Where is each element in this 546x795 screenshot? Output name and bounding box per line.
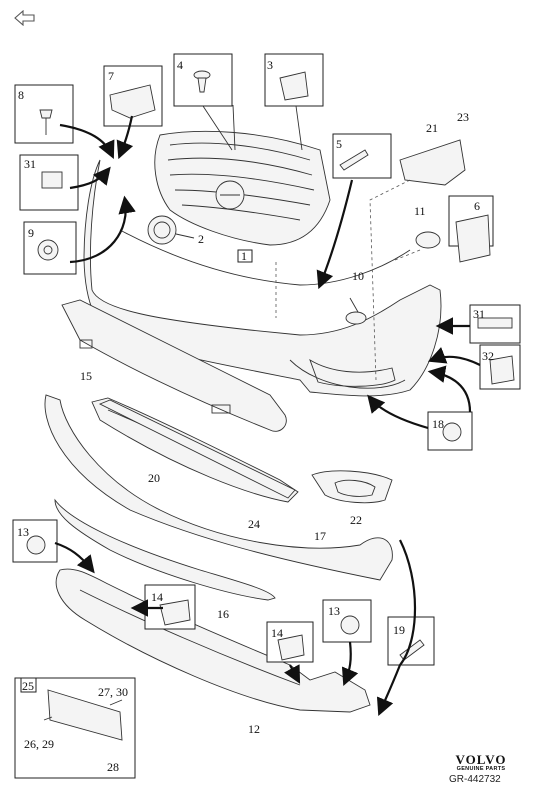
- callout-12: 12: [248, 722, 260, 736]
- callout-15: 15: [80, 369, 92, 383]
- volvo-logo: VOLVO GENUINE PARTS: [446, 752, 516, 772]
- arrows: [54, 115, 481, 717]
- callout-5: 5: [336, 137, 342, 151]
- callout-24: 24: [248, 517, 260, 531]
- callout-21: 21: [426, 121, 438, 135]
- callout-28: 28: [107, 760, 119, 774]
- inset-parts: [26, 70, 515, 661]
- callout-14-left: 14: [151, 590, 163, 604]
- callout-13-left: 13: [17, 525, 29, 539]
- leader-lines: [202, 104, 421, 381]
- callout-2: 2: [198, 232, 204, 246]
- diagram-reference: GR-442732: [449, 774, 501, 785]
- callout-14-right: 14: [271, 626, 283, 640]
- callout-3: 3: [267, 58, 273, 72]
- callout-1: 1: [241, 249, 247, 263]
- callout-26-29: 26, 29: [24, 737, 54, 751]
- callout-13-right: 13: [328, 604, 340, 618]
- callout-32: 32: [482, 349, 494, 363]
- fog-light-bezel: [311, 470, 393, 504]
- callout-31-right: 31: [473, 307, 485, 321]
- callout-23: 23: [457, 110, 469, 124]
- callout-10: 10: [352, 269, 364, 283]
- callout-6: 6: [474, 199, 480, 213]
- callout-4: 4: [177, 58, 183, 72]
- callout-25: 25: [22, 679, 34, 693]
- emblem-part: [147, 215, 195, 245]
- license-plate-kit: [14, 677, 136, 779]
- callout-22: 22: [350, 513, 362, 527]
- trim-strip: [54, 498, 276, 601]
- front-grille: [154, 130, 331, 246]
- callout-18: 18: [432, 417, 444, 431]
- lower-spoiler: [44, 394, 393, 581]
- brand-sub: GENUINE PARTS: [456, 766, 506, 772]
- callout-19: 19: [393, 623, 405, 637]
- callout-9: 9: [28, 226, 34, 240]
- callout-16: 16: [217, 607, 229, 621]
- callout-7: 7: [108, 69, 114, 83]
- callout-11: 11: [414, 204, 426, 218]
- callout-8: 8: [18, 88, 24, 102]
- back-button[interactable]: [14, 9, 36, 27]
- callout-labels: 1 2 3 4 5 6 7 8 9 10 11 12 13 13 14 14 1…: [17, 58, 494, 774]
- bumper-cover: [83, 159, 442, 397]
- callout-20: 20: [148, 471, 160, 485]
- brand-name: VOLVO: [455, 752, 507, 767]
- callout-17: 17: [314, 529, 326, 543]
- callout-31-left: 31: [24, 157, 36, 171]
- callout-27-30: 27, 30: [98, 685, 128, 699]
- left-arrow-outline-icon: [14, 9, 35, 27]
- reinforcement-beam: [61, 299, 287, 432]
